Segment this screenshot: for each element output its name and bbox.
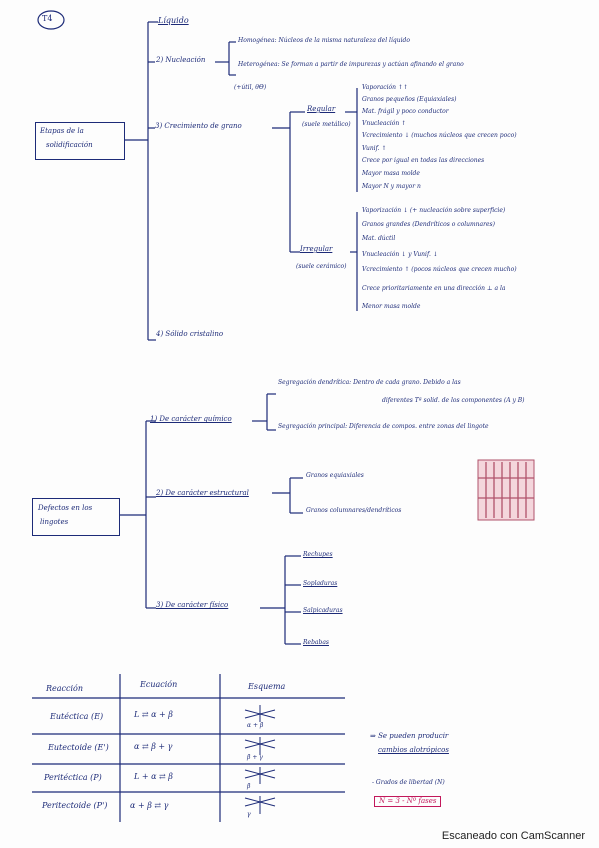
table-cell: Peritéctica (P) — [44, 773, 102, 782]
root-label-2b: lingotes — [40, 518, 69, 526]
table-cell: α + β ⇄ γ — [130, 801, 169, 810]
chemical-item-1-cont: diferentes Tª solid. de los componentes … — [382, 397, 525, 404]
irregular-item: Vaporización ↓ (+ nucleación sobre super… — [362, 207, 506, 214]
irregular-item: Mat. dúctil — [362, 235, 396, 242]
table-cell: γ — [247, 811, 251, 818]
regular-item: Vaporación ↑↑ — [362, 84, 408, 91]
irregular-item: Crece prioritariamente en una dirección … — [362, 285, 506, 292]
nucleation-note: (+útil, θΘ) — [234, 84, 267, 91]
regular-item: Vnucleación ↑ — [362, 120, 407, 127]
formula-box: N = 3 - Nº fases — [374, 796, 442, 807]
defect-chemical: 1) De carácter químico — [150, 415, 232, 423]
structural-item: Granos columnares/dendríticos — [306, 507, 402, 514]
section-tag: T4 — [42, 14, 53, 23]
stage-nucleation: 2) Nucleación — [156, 56, 206, 64]
table-cell: α + β — [247, 722, 264, 729]
irregular-item: Vcrecimiento ↑ (pocos núcleos que crecen… — [362, 266, 517, 273]
table-cell: L + α ⇄ β — [134, 772, 173, 781]
root-label-2a: Defectos en los — [38, 504, 93, 512]
section-oval — [37, 10, 65, 30]
irregular-item: Menor masa molde — [362, 303, 421, 310]
reaction-schemes — [244, 705, 276, 814]
growth-irregular: Irregular — [300, 245, 333, 253]
regular-item: Vcrecimiento ↓ (muchos núcleos que crece… — [362, 132, 517, 139]
structural-item: Granos equiaxiales — [306, 472, 364, 479]
root-label-1b: solidificación — [46, 141, 93, 149]
growth-regular: Regular — [307, 105, 336, 113]
table-cell: α ⇄ β + γ — [134, 742, 173, 751]
table-cell: Eutectoide (E') — [48, 743, 109, 752]
growth-regular-sub: (suele metálico) — [302, 121, 351, 128]
chemical-item-1: Segregación dendrítica: Dentro de cada g… — [278, 379, 461, 386]
table-cell: Eutéctica (E) — [50, 712, 104, 721]
physical-item: Rechupes — [303, 551, 333, 558]
table-header: Reacción — [46, 684, 84, 693]
table-cell: β — [247, 783, 251, 790]
root-label-1a: Etapas de la — [40, 127, 84, 135]
table-cell: β + γ — [247, 754, 263, 761]
regular-item: Vunif. ↑ — [362, 145, 387, 152]
regular-item: Mayor N y mayor n — [362, 183, 421, 190]
chemical-item-2: Segregación principal: Diferencia de com… — [278, 423, 489, 430]
stage-crystalline-solid: 4) Sólido cristalino — [156, 330, 224, 338]
regular-item: Crece por igual en todas las direcciones — [362, 157, 485, 164]
irregular-item: Granos grandes (Dendríticos o columnares… — [362, 221, 495, 228]
regular-item: Mayor masa molde — [362, 170, 420, 177]
table-header: Ecuación — [140, 680, 178, 689]
root-box-defects — [32, 498, 120, 536]
table-cell: L ⇄ α + β — [134, 710, 173, 719]
grain-structure-sketch — [477, 459, 535, 521]
regular-item: Mat. frágil y poco conductor — [362, 108, 449, 115]
table-header: Esquema — [248, 682, 286, 691]
stage-liquid: Líquido — [158, 16, 189, 25]
nucleation-homogeneous: Homogénea: Núcleos de la misma naturalez… — [238, 37, 410, 44]
growth-irregular-sub: (suele cerámico) — [296, 263, 347, 270]
defect-structural: 2) De carácter estructural — [156, 489, 249, 497]
physical-item: Salpicaduras — [303, 607, 343, 614]
regular-item: Granos pequeños (Equiaxiales) — [362, 96, 457, 103]
note-line: cambios alotrópicos — [378, 746, 449, 754]
root-box-solidification — [35, 122, 125, 160]
table-cell: Peritectoide (P') — [42, 801, 108, 810]
note-line: - Grados de libertad (N) — [372, 779, 445, 786]
stage-growth: 3) Crecimiento de grano — [155, 122, 242, 130]
note-line: ⇒ Se pueden producir — [370, 732, 449, 740]
irregular-item: Vnucleación ↓ y Vunif. ↓ — [362, 251, 438, 258]
physical-item: Rebabas — [303, 639, 329, 646]
defect-physical: 3) De carácter físico — [156, 601, 229, 609]
scanner-watermark: Escaneado con CamScanner — [441, 830, 585, 842]
physical-item: Sopladuras — [303, 580, 338, 587]
nucleation-heterogeneous: Heterogénea: Se forman a partir de impur… — [238, 61, 464, 68]
